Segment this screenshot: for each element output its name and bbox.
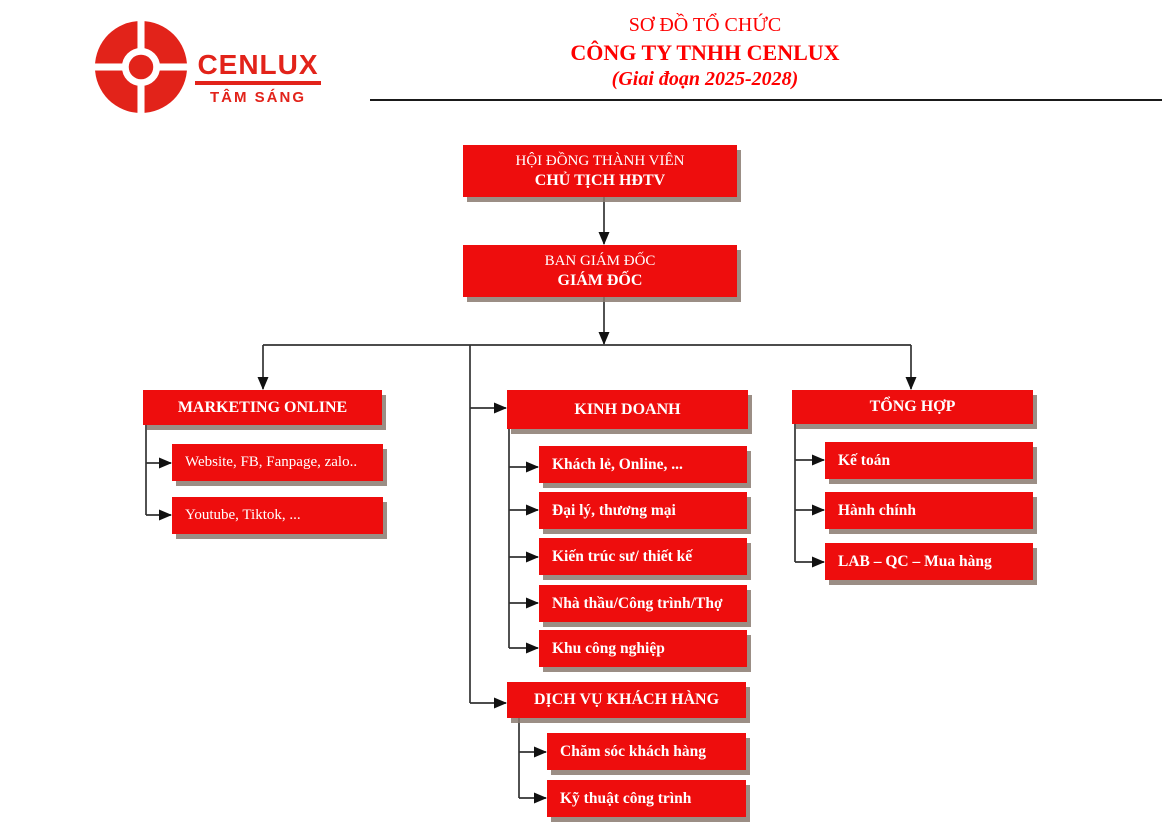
dept-tong-hop: TỔNG HỢP bbox=[792, 390, 1033, 424]
title-line2: CÔNG TY TNHH CENLUX bbox=[570, 40, 840, 65]
dept-marketing-online: MARKETING ONLINE bbox=[143, 390, 382, 425]
box-root-line2: CHỦ TỊCH HĐTV bbox=[534, 171, 666, 189]
header-divider bbox=[370, 99, 1162, 101]
item-kien-truc-su-thiet-ke: Kiến trúc sư/ thiết kế bbox=[539, 538, 747, 575]
title-line1: SƠ ĐỒ TỔ CHỨC bbox=[628, 14, 782, 36]
logo-tagline: TÂM SÁNG bbox=[210, 89, 306, 106]
item-dai-ly-thuong-mai: Đại lý, thương mại bbox=[539, 492, 747, 529]
box-root-line1: HỘI ĐỒNG THÀNH VIÊN bbox=[515, 152, 685, 169]
page-title: SƠ ĐỒ TỔ CHỨC CÔNG TY TNHH CENLUX (Giai … bbox=[400, 12, 1010, 93]
dept-kinh-doanh: KINH DOANH bbox=[507, 390, 748, 429]
logo-brand: CENLUX bbox=[195, 50, 321, 85]
item-cham-soc-khach-hang: Chăm sóc khách hàng bbox=[547, 733, 746, 770]
item-khach-le-online: Khách lẻ, Online, ... bbox=[539, 446, 747, 483]
title-line3: (Giai đoạn 2025-2028) bbox=[611, 68, 799, 90]
box-hoi-dong-thanh-vien: HỘI ĐỒNG THÀNH VIÊN CHỦ TỊCH HĐTV bbox=[463, 145, 737, 197]
item-website-fb-fanpage-zalo: Website, FB, Fanpage, zalo.. bbox=[172, 444, 383, 481]
item-youtube-tiktok: Youtube, Tiktok, ... bbox=[172, 497, 383, 534]
box-director-line2: GIÁM ĐỐC bbox=[557, 271, 643, 289]
item-khu-cong-nghiep: Khu công nghiệp bbox=[539, 630, 747, 667]
dept-dich-vu-khach-hang: DỊCH VỤ KHÁCH HÀNG bbox=[507, 682, 746, 718]
item-ke-toan: Kế toán bbox=[825, 442, 1033, 479]
cenlux-logo-text: CENLUX TÂM SÁNG bbox=[195, 50, 321, 106]
cenlux-logo-icon bbox=[92, 18, 190, 116]
box-ban-giam-doc: BAN GIÁM ĐỐC GIÁM ĐỐC bbox=[463, 245, 737, 297]
item-lab-qc-mua-hang: LAB – QC – Mua hàng bbox=[825, 543, 1033, 580]
item-ky-thuat-cong-trinh: Kỹ thuật công trình bbox=[547, 780, 746, 817]
item-hanh-chinh: Hành chính bbox=[825, 492, 1033, 529]
item-nha-thau-cong-trinh-tho: Nhà thầu/Công trình/Thợ bbox=[539, 585, 747, 622]
box-director-line1: BAN GIÁM ĐỐC bbox=[544, 252, 656, 269]
